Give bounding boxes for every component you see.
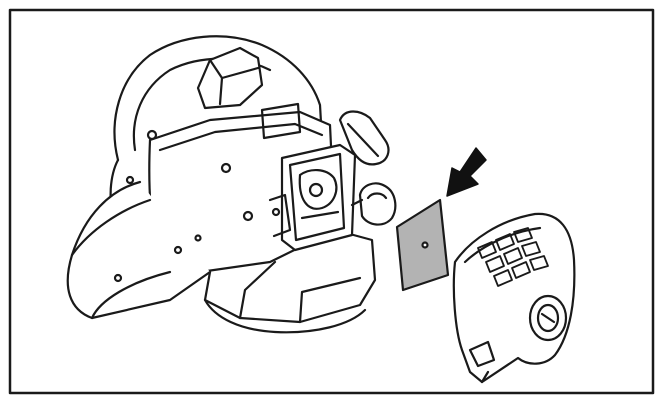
shaft-housing xyxy=(66,180,212,320)
air-filter-cover xyxy=(452,212,576,384)
cover-vent-grid xyxy=(477,227,549,287)
arrow-icon xyxy=(446,147,487,197)
engine-housing xyxy=(109,35,377,334)
air-filter-element xyxy=(395,198,450,292)
figure-border xyxy=(8,8,655,395)
carburetor-assembly xyxy=(268,110,397,252)
